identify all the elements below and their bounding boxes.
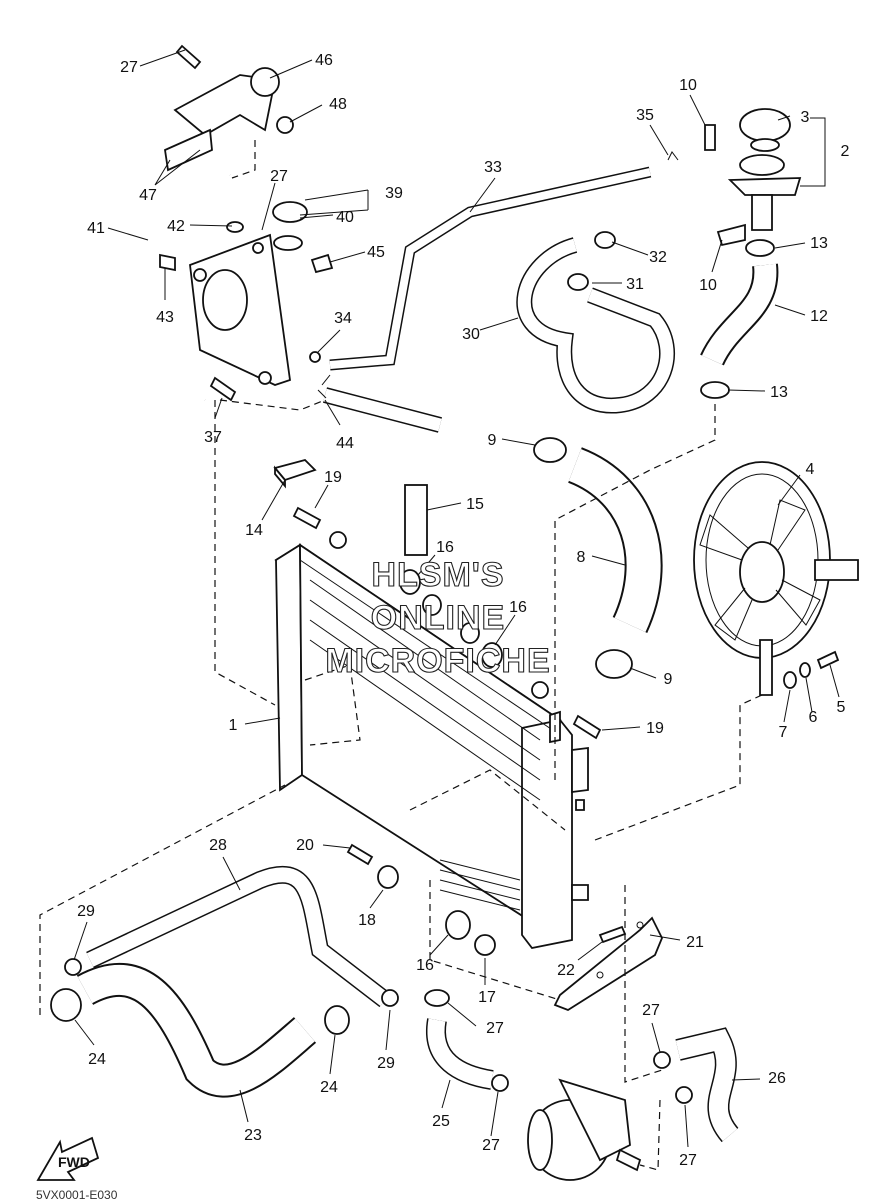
leader-lines — [73, 49, 840, 1148]
callout-label: 37 — [204, 429, 222, 446]
radiator — [274, 531, 589, 949]
callout-label: 3 — [801, 109, 810, 126]
callout-label: 8 — [577, 549, 586, 566]
hose-8 — [567, 447, 663, 633]
callout-label: 12 — [810, 308, 828, 325]
callout-label: 21 — [686, 934, 704, 951]
callout-label: 19 — [646, 720, 664, 737]
callout-label: 34 — [334, 310, 352, 327]
fwd-label: FWD — [58, 1154, 90, 1170]
callout-label: 27 — [270, 168, 288, 185]
callout-label: 35 — [636, 107, 654, 124]
callout-label: 33 — [484, 159, 502, 176]
callout-label: 27 — [679, 1152, 697, 1169]
callout-label: 26 — [768, 1070, 786, 1087]
hose-28 — [86, 865, 391, 1008]
callout-label: 14 — [245, 522, 263, 539]
callout-label: 47 — [139, 187, 157, 204]
callout-label: 10 — [679, 77, 697, 94]
callout-label: 10 — [699, 277, 717, 294]
callout-label: 15 — [466, 496, 484, 513]
radiator-bracket — [553, 916, 663, 1012]
callout-label: 31 — [626, 276, 644, 293]
reservoir-tank — [189, 233, 291, 386]
hose-25 — [426, 1018, 494, 1090]
callout-label: 27 — [486, 1020, 504, 1037]
hose-41 — [142, 164, 233, 403]
watermark-line-2: ONLINE — [371, 599, 505, 637]
callout-label: 20 — [296, 837, 314, 854]
callout-label: 44 — [336, 435, 354, 452]
watermark-line-1: HLSM'S — [371, 556, 504, 594]
callout-label: 13 — [770, 384, 788, 401]
callout-label: 32 — [649, 249, 667, 266]
callout-label: 6 — [809, 709, 818, 726]
callout-labels: 27 46 48 47 41 42 43 27 39 40 45 34 44 3… — [77, 52, 849, 1169]
callout-label: 27 — [642, 1002, 660, 1019]
callout-label: 40 — [336, 209, 354, 226]
callout-label: 30 — [462, 326, 480, 343]
cooling-fan — [693, 461, 859, 696]
callout-label: 18 — [358, 912, 376, 929]
callout-label: 16 — [436, 539, 454, 556]
callout-label: 29 — [377, 1055, 395, 1072]
callout-label: 16 — [416, 957, 434, 974]
callout-label: 22 — [557, 962, 575, 979]
diagram-code: 5VX0001-E030 — [36, 1188, 118, 1201]
callout-label: 27 — [120, 59, 138, 76]
callout-label: 41 — [87, 220, 105, 237]
callout-label: 7 — [779, 724, 788, 741]
callout-label: 46 — [315, 52, 333, 69]
callout-label: 2 — [841, 143, 850, 160]
fwd-arrow-icon: FWD — [36, 1136, 100, 1181]
callout-label: 9 — [488, 432, 497, 449]
watermark: HLSM'S ONLINE MICROFICHE — [325, 555, 550, 680]
upper-bracket — [164, 67, 280, 172]
callout-label: 9 — [664, 671, 673, 688]
callout-label: 29 — [77, 903, 95, 920]
watermark-line-3: MICROFICHE — [325, 642, 550, 680]
radiator-cap — [739, 108, 791, 152]
callout-label: 17 — [478, 989, 496, 1006]
callout-label: 25 — [432, 1113, 450, 1130]
callout-label: 39 — [385, 185, 403, 202]
callout-label: 4 — [806, 461, 815, 478]
hose-33 — [329, 166, 652, 371]
callout-label: 19 — [324, 469, 342, 486]
callout-label: 23 — [244, 1127, 262, 1144]
water-pump — [527, 1078, 642, 1181]
callout-label: 24 — [320, 1079, 338, 1096]
callout-label: 16 — [509, 599, 527, 616]
callout-label: 43 — [156, 309, 174, 326]
hose-26 — [675, 1027, 739, 1143]
callout-label: 48 — [329, 96, 347, 113]
hose-44 — [322, 387, 443, 433]
callout-label: 28 — [209, 837, 227, 854]
hose-12 — [700, 263, 779, 366]
hose-30 — [516, 237, 676, 414]
thermostat-housing — [727, 154, 802, 231]
callout-label: 1 — [229, 717, 238, 734]
assembly-lines — [39, 140, 763, 1171]
hose-23 — [76, 962, 317, 1098]
callout-label: 13 — [810, 235, 828, 252]
callout-label: 5 — [837, 699, 846, 716]
callout-label: 42 — [167, 218, 185, 235]
callout-label: 27 — [482, 1137, 500, 1154]
reservoir-cap — [272, 201, 308, 251]
callout-label: 24 — [88, 1051, 106, 1068]
callout-label: 45 — [367, 244, 385, 261]
